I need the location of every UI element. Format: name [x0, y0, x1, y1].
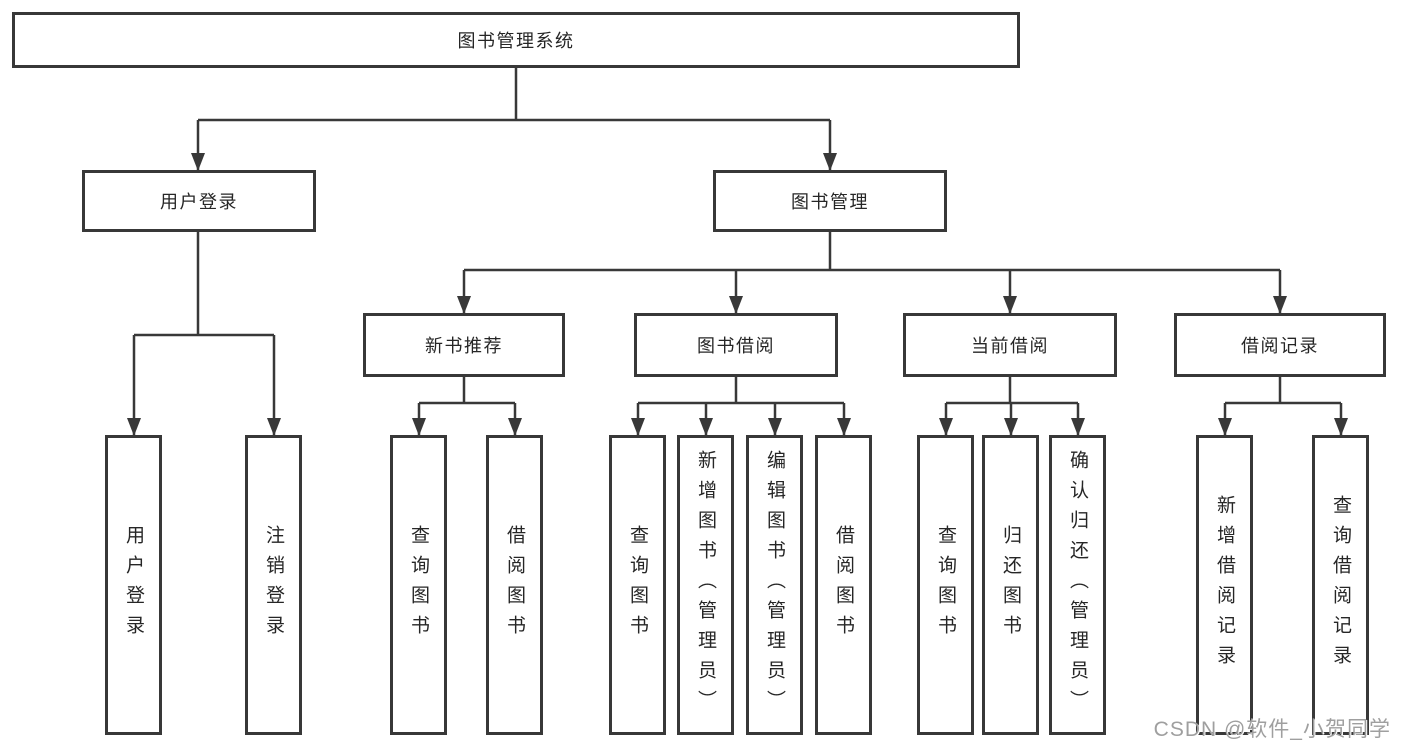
node-new-book-recommend-label: 新书推荐	[425, 336, 503, 356]
leaf-add-borrow-record: 新增借阅记录	[1196, 435, 1253, 735]
leaf-logout-label: 注销登录	[263, 525, 284, 645]
leaf-query-books-recommend: 查询图书	[390, 435, 447, 735]
node-root: 图书管理系统	[12, 12, 1020, 68]
leaf-confirm-return-admin: 确认归还（管理员）	[1049, 435, 1106, 735]
leaf-query-borrow-record: 查询借阅记录	[1312, 435, 1369, 735]
leaf-query-books-borrow: 查询图书	[609, 435, 666, 735]
node-book-borrow: 图书借阅	[634, 313, 838, 377]
leaf-return-book: 归还图书	[982, 435, 1039, 735]
node-book-management: 图书管理	[713, 170, 947, 232]
leaf-borrow-books-recommend: 借阅图书	[486, 435, 543, 735]
node-user-login: 用户登录	[82, 170, 316, 232]
node-book-borrow-label: 图书借阅	[697, 336, 775, 356]
node-new-book-recommend: 新书推荐	[363, 313, 565, 377]
node-current-borrow: 当前借阅	[903, 313, 1117, 377]
leaf-query-books-recommend-label: 查询图书	[408, 525, 429, 645]
node-borrow-records: 借阅记录	[1174, 313, 1386, 377]
leaf-borrow-books-label: 借阅图书	[833, 525, 854, 645]
leaf-borrow-books: 借阅图书	[815, 435, 872, 735]
node-user-login-label: 用户登录	[160, 192, 238, 212]
leaf-add-book-admin: 新增图书（管理员）	[677, 435, 734, 735]
leaf-add-borrow-record-label: 新增借阅记录	[1214, 495, 1235, 675]
leaf-user-login-label: 用户登录	[123, 525, 144, 645]
leaf-add-book-admin-label: 新增图书（管理员）	[695, 450, 716, 720]
leaf-edit-book-admin-label: 编辑图书（管理员）	[764, 450, 785, 720]
node-book-management-label: 图书管理	[791, 192, 869, 212]
node-current-borrow-label: 当前借阅	[971, 336, 1049, 356]
leaf-edit-book-admin: 编辑图书（管理员）	[746, 435, 803, 735]
leaf-query-books-borrow-label: 查询图书	[627, 525, 648, 645]
csdn-watermark: CSDN @软件_小贺同学	[1153, 718, 1391, 741]
leaf-user-login: 用户登录	[105, 435, 162, 735]
leaf-logout: 注销登录	[245, 435, 302, 735]
leaf-borrow-books-recommend-label: 借阅图书	[504, 525, 525, 645]
leaf-query-books-current-label: 查询图书	[935, 525, 956, 645]
node-borrow-records-label: 借阅记录	[1241, 336, 1319, 356]
leaf-confirm-return-admin-label: 确认归还（管理员）	[1067, 450, 1088, 720]
node-root-label: 图书管理系统	[457, 31, 575, 51]
leaf-query-borrow-record-label: 查询借阅记录	[1330, 495, 1351, 675]
leaf-query-books-current: 查询图书	[917, 435, 974, 735]
leaf-return-book-label: 归还图书	[1000, 525, 1021, 645]
